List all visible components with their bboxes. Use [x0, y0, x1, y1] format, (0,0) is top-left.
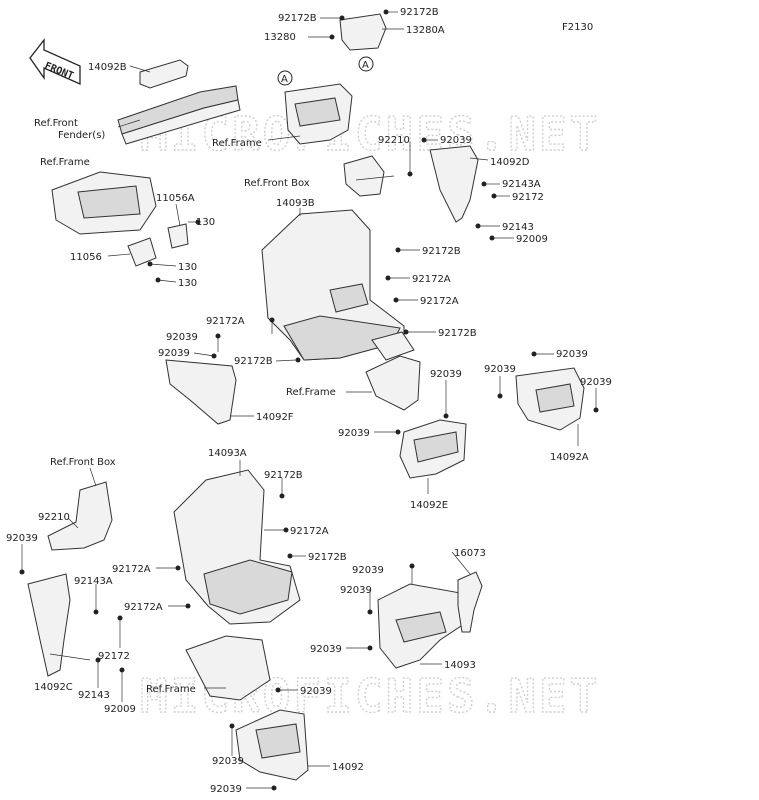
label-92039-e: 92039 — [580, 377, 612, 388]
label-92172A-d: 92172A — [290, 526, 329, 537]
figure-code: F2130 — [562, 22, 593, 33]
label-92172B-g: 92172B — [308, 552, 347, 563]
label-92172A-b: 92172A — [420, 296, 459, 307]
label-92143-bot: 92143 — [78, 690, 110, 701]
label-92210-bot: 92210 — [38, 512, 70, 523]
part-labels: 92172B 92172B 13280 13280A 14092B Ref.Fr… — [6, 7, 612, 795]
label-92172A-a: 92172A — [412, 274, 451, 285]
label-14093: 14093 — [444, 660, 476, 671]
label-92039-k: 92039 — [340, 585, 372, 596]
label-92172-top: 92172 — [512, 192, 544, 203]
label-14093B: 14093B — [276, 198, 315, 209]
callout-A-left: A — [277, 70, 293, 86]
label-92039-b: 92039 — [158, 348, 190, 359]
label-92039-n: 92039 — [210, 784, 242, 795]
label-ref-front-fender-2: Fender(s) — [58, 130, 105, 141]
label-92039-c: 92039 — [556, 349, 588, 360]
callout-A-right: A — [358, 56, 374, 72]
label-92172A-f: 92172A — [124, 602, 163, 613]
label-11056A: 11056A — [156, 193, 195, 204]
fastener-dots — [19, 9, 599, 791]
label-92143A-top: 92143A — [502, 179, 541, 190]
label-92172B-c: 92172B — [422, 246, 461, 257]
part-14092F — [165, 359, 237, 425]
label-ref-front-fender: Ref.Front — [34, 118, 78, 129]
label-130-c: 130 — [178, 278, 197, 289]
front-arrow-icon: FRONT — [29, 38, 81, 86]
part-14092D — [343, 145, 479, 223]
label-92172B-b: 92172B — [400, 7, 439, 18]
label-92143A-bot: 92143A — [74, 576, 113, 587]
part-14092A — [515, 367, 585, 431]
label-92009-bot: 92009 — [104, 704, 136, 715]
label-11056: 11056 — [70, 252, 102, 263]
label-14092C: 14092C — [34, 682, 73, 693]
callout-A-right-text: A — [362, 60, 369, 71]
label-16073: 16073 — [454, 548, 486, 559]
label-92039-f: 92039 — [430, 369, 462, 380]
label-92172B-a: 92172B — [278, 13, 317, 24]
label-14092F: 14092F — [256, 412, 294, 423]
label-ref-front-box-bot: Ref.Front Box — [50, 457, 116, 468]
label-130-a: 130 — [196, 217, 215, 228]
callout-A-left-text: A — [281, 74, 288, 85]
label-92172B-d: 92172B — [438, 328, 477, 339]
part-14092 — [235, 709, 309, 781]
label-ref-frame-left: Ref.Frame — [40, 157, 90, 168]
label-13280: 13280 — [264, 32, 296, 43]
part-frame-bottom — [185, 635, 271, 701]
label-92039-g: 92039 — [338, 428, 370, 439]
label-14093A: 14093A — [208, 448, 247, 459]
part-bracket-upper — [284, 13, 387, 145]
label-92172-bot: 92172 — [98, 651, 130, 662]
label-92172A-e: 92172A — [112, 564, 151, 575]
label-92172A-c: 92172A — [206, 316, 245, 327]
label-92039-h: 92039 — [6, 533, 38, 544]
label-14092D: 14092D — [490, 157, 530, 168]
label-14092: 14092 — [332, 762, 364, 773]
label-14092E: 14092E — [410, 500, 448, 511]
label-130-b: 130 — [178, 262, 197, 273]
part-14092C — [27, 573, 71, 677]
label-14092B: 14092B — [88, 62, 127, 73]
label-92172B-e: 92172B — [234, 356, 273, 367]
part-frame-left — [51, 171, 189, 267]
part-frame-mid — [365, 331, 421, 411]
part-14093 — [377, 583, 471, 669]
label-14092A: 14092A — [550, 452, 589, 463]
label-92039-d: 92039 — [484, 364, 516, 375]
label-92039-m: 92039 — [212, 756, 244, 767]
label-ref-front-box-top: Ref.Front Box — [244, 178, 310, 189]
part-14092E — [399, 419, 467, 479]
label-ref-frame-top: Ref.Frame — [212, 138, 262, 149]
label-13280A: 13280A — [406, 25, 445, 36]
label-92039-a: 92039 — [166, 332, 198, 343]
label-92210-top: 92210 — [378, 135, 410, 146]
label-92009-top: 92009 — [516, 234, 548, 245]
label-92039-i: 92039 — [300, 686, 332, 697]
label-92039-top: 92039 — [440, 135, 472, 146]
label-92172B-f: 92172B — [264, 470, 303, 481]
leader-lines — [21, 11, 597, 789]
label-ref-frame-mid: Ref.Frame — [286, 387, 336, 398]
part-16073 — [457, 571, 483, 633]
part-front-box-lower — [47, 481, 113, 551]
label-92039-j: 92039 — [352, 565, 384, 576]
label-92039-l: 92039 — [310, 644, 342, 655]
label-ref-frame-bot: Ref.Frame — [146, 684, 196, 695]
label-92143-top: 92143 — [502, 222, 534, 233]
part-14093A — [173, 469, 301, 625]
part-14092B — [117, 59, 241, 145]
